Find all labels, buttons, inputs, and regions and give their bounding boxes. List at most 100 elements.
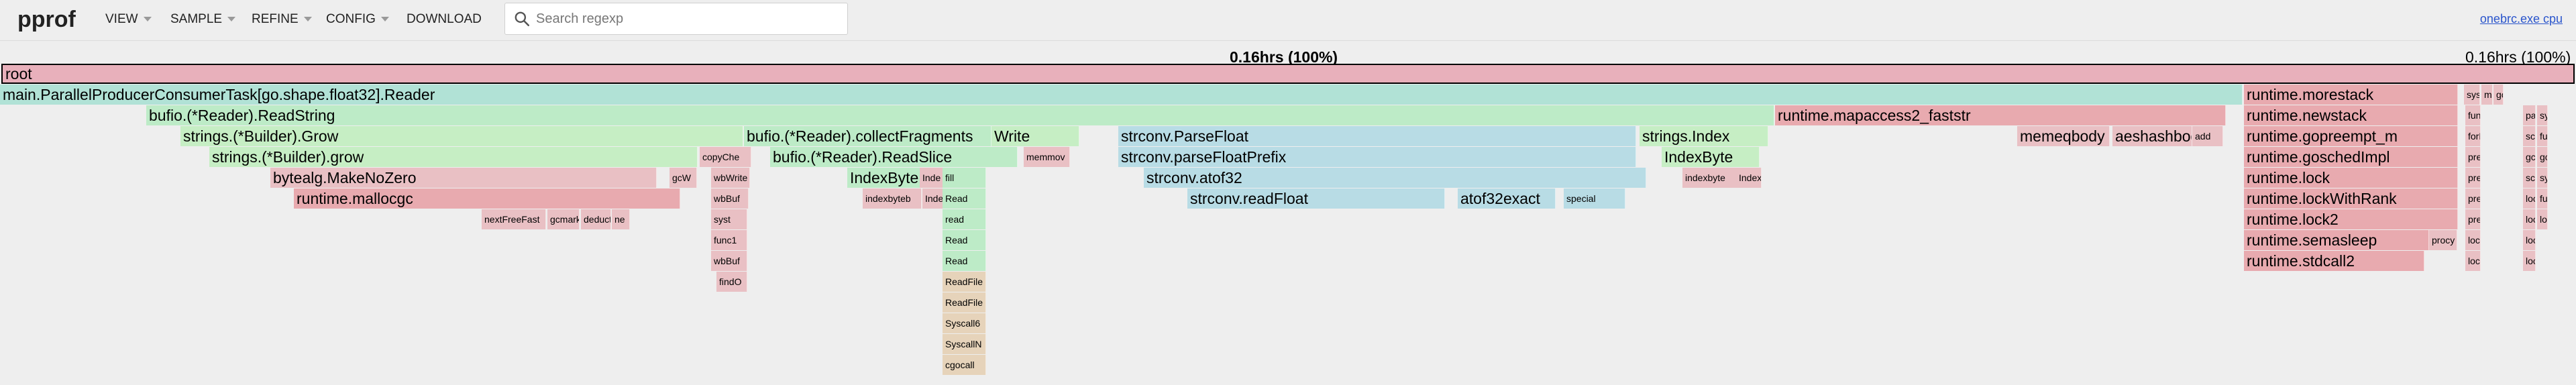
menu-refine-label: REFINE — [252, 12, 299, 26]
chevron-down-icon — [380, 17, 389, 22]
flame-frame[interactable]: add — [2192, 126, 2223, 146]
flame-frame[interactable]: atof32exact — [1458, 188, 1556, 209]
flame-frame[interactable]: strings.(*Builder).grow — [209, 147, 698, 167]
flame-frame[interactable]: Write — [991, 126, 1079, 146]
flame-frame[interactable]: lock — [2523, 209, 2536, 229]
search-icon — [515, 11, 530, 27]
flame-frame[interactable]: Inde — [922, 188, 943, 209]
flame-frame[interactable]: runtime.goschedImpl — [2244, 147, 2458, 167]
flame-frame[interactable]: gcD — [2523, 147, 2536, 167]
flame-frame[interactable]: aeshashbody — [2112, 126, 2192, 146]
flame-frame[interactable]: syst — [2537, 105, 2548, 125]
flame-frame[interactable]: indexbyte — [1682, 168, 1741, 188]
flame-frame[interactable]: pree — [2465, 209, 2481, 229]
flame-frame[interactable]: syst — [2537, 168, 2548, 188]
menu-view[interactable]: VIEW — [105, 12, 152, 27]
flame-frame[interactable]: runtime.stdcall2 — [2244, 251, 2424, 271]
flame-frame[interactable]: root — [1, 64, 2575, 84]
flame-frame[interactable]: lock — [2523, 188, 2536, 209]
profile-link[interactable]: onebrc.exe cpu — [2479, 12, 2563, 25]
flame-frame[interactable]: Index — [1736, 168, 1762, 188]
flame-frame[interactable]: procy — [2429, 230, 2457, 250]
flame-frame[interactable]: main.ParallelProducerConsumerTask[go.sha… — [0, 85, 2243, 105]
flame-frame[interactable]: strconv.atof32 — [1144, 168, 1646, 188]
total-label: 0.16hrs (100%) — [1230, 48, 1338, 66]
flame-frame[interactable]: memeqbody — [2017, 126, 2110, 146]
search-input[interactable] — [535, 9, 839, 29]
flame-frame[interactable]: Read — [943, 230, 986, 250]
flame-frame[interactable]: fill — [943, 168, 986, 188]
chevron-down-icon — [143, 17, 152, 22]
flame-frame[interactable]: strconv.readFloat — [1187, 188, 1445, 209]
flame-frame[interactable]: pree — [2465, 147, 2481, 167]
flame-frame[interactable]: runtime.mapaccess2_faststr — [1775, 105, 2226, 125]
search-box — [504, 3, 848, 35]
flame-frame[interactable]: forE — [2465, 126, 2481, 146]
flame-frame[interactable]: lock — [2465, 251, 2481, 271]
flame-frame[interactable]: park — [2523, 105, 2536, 125]
flame-frame[interactable]: lock — [2523, 251, 2536, 271]
flame-frame[interactable]: strconv.ParseFloat — [1118, 126, 1636, 146]
flame-frame[interactable]: lock — [2537, 209, 2548, 229]
menu-config-label: CONFIG — [326, 12, 376, 26]
menu-config[interactable]: CONFIG — [326, 12, 389, 27]
flame-frame[interactable]: ne — [612, 209, 630, 229]
flame-frame[interactable]: deduct — [581, 209, 611, 229]
flame-frame[interactable]: gcmark — [547, 209, 580, 229]
flame-frame[interactable]: systemstack — [2464, 85, 2480, 105]
flame-frame[interactable]: runtime.newstack — [2244, 105, 2458, 125]
flame-frame[interactable]: sche — [2523, 126, 2536, 146]
flame-frame[interactable]: func — [2537, 188, 2548, 209]
flame-frame[interactable]: lock — [2523, 230, 2536, 250]
flame-frame[interactable]: strings.Index — [1640, 126, 1768, 146]
flame-frame[interactable]: bufio.(*Reader).collectFragments — [744, 126, 991, 146]
menu-sample[interactable]: SAMPLE — [170, 12, 236, 27]
flame-frame[interactable]: IndexByte — [1662, 147, 1760, 167]
flame-frame[interactable]: nextFreeFast — [482, 209, 546, 229]
flame-frame[interactable]: pree — [2465, 188, 2481, 209]
menu-refine[interactable]: REFINE — [252, 12, 312, 27]
flame-frame[interactable]: syst — [711, 209, 747, 229]
flame-frame[interactable]: Inde — [920, 168, 945, 188]
flame-frame[interactable]: runtime.semasleep — [2244, 230, 2429, 250]
flame-frame[interactable]: lock — [2465, 230, 2481, 250]
menu-download[interactable]: DOWNLOAD — [407, 12, 482, 27]
flame-frame[interactable]: ReadFile — [943, 272, 986, 292]
flame-frame[interactable]: wbBuf — [711, 251, 747, 271]
flame-frame[interactable]: findO — [716, 272, 747, 292]
flame-frame[interactable]: strconv.parseFloatPrefix — [1118, 147, 1636, 167]
flame-frame[interactable]: cgocall — [943, 355, 986, 375]
flame-frame[interactable]: func1 — [711, 230, 747, 250]
flame-frame[interactable]: SyscallN — [943, 334, 986, 354]
flame-frame[interactable]: runtime.lockWithRank — [2244, 188, 2458, 209]
flame-frame[interactable]: Syscall6 — [943, 313, 986, 333]
flame-frame[interactable]: copyChe — [700, 147, 751, 167]
flame-frame[interactable]: runtime.lock2 — [2244, 209, 2458, 229]
flame-frame[interactable]: Read — [943, 188, 986, 209]
flame-frame[interactable]: bufio.(*Reader).ReadSlice — [770, 147, 1018, 167]
flame-frame[interactable]: func — [2537, 126, 2548, 146]
flame-frame[interactable]: wbBuf — [711, 188, 749, 209]
flame-frame[interactable]: mca — [2481, 85, 2493, 105]
flame-frame[interactable]: Read — [943, 251, 986, 271]
flame-frame[interactable]: gcW — [669, 168, 697, 188]
flame-frame[interactable]: ReadFile — [943, 292, 986, 313]
flame-frame[interactable]: gcB — [2493, 85, 2504, 105]
flame-frame[interactable]: func — [2465, 105, 2481, 125]
flame-frame[interactable]: runtime.mallocgc — [294, 188, 680, 209]
flame-frame[interactable]: pree — [2465, 168, 2481, 188]
flame-frame[interactable]: runtime.morestack — [2244, 85, 2458, 105]
flame-frame[interactable]: bufio.(*Reader).ReadString — [146, 105, 1774, 125]
flame-frame[interactable]: indexbyteb — [863, 188, 922, 209]
flame-frame[interactable]: runtime.gopreempt_m — [2244, 126, 2458, 146]
flame-frame[interactable]: bytealg.MakeNoZero — [270, 168, 657, 188]
flame-frame[interactable]: gcB — [2537, 147, 2548, 167]
flame-frame[interactable]: read — [943, 209, 986, 229]
flame-frame[interactable]: memmov — [1024, 147, 1070, 167]
flame-frame[interactable]: wbWrite — [711, 168, 750, 188]
flame-frame[interactable]: runtime.lock — [2244, 168, 2458, 188]
flame-frame[interactable]: sche — [2523, 168, 2536, 188]
flame-frame[interactable]: strings.(*Builder).Grow — [180, 126, 743, 146]
flame-frame[interactable]: special — [1564, 188, 1625, 209]
